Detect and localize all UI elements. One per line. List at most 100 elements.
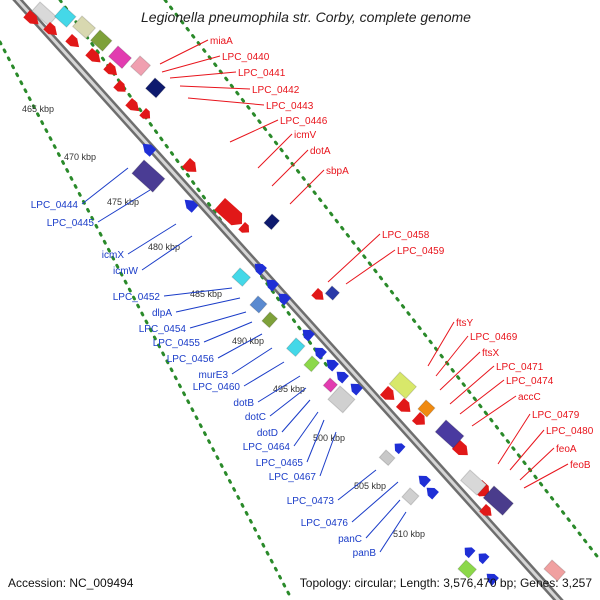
forward-gene-colored-body [107,45,133,70]
reverse-gene-label: LPC_0445 [47,218,95,229]
reverse-label-leader [257,375,301,403]
reverse-gene-label: LPC_0455 [153,338,201,349]
reverse-gene-body [478,553,490,565]
reverse-gene-colored [261,311,279,329]
forward-gene-label: LPC_0459 [397,246,445,257]
forward-gene-colored [324,285,341,301]
forward-gene-body [139,108,151,119]
reverse-gene-body [314,347,327,360]
scale-dotted-line [58,0,332,372]
reverse-gene-colored [131,159,166,193]
reverse-label-leader [351,481,399,523]
forward-gene-colored-body [71,15,97,40]
forward-gene [411,412,425,425]
gene-features [23,1,567,586]
reverse-label-leader [337,469,377,501]
forward-gene-body [395,398,411,412]
forward-label-leader [435,335,469,377]
scale-tick-label: 485 kbp [190,289,222,299]
forward-gene-body [451,440,468,456]
forward-gene-colored-body [324,285,341,301]
forward-gene-colored [107,45,133,70]
forward-gene-colored [434,419,465,449]
map-title: Legionella pneumophila str. Corby, compl… [141,9,471,25]
reverse-gene-label: LPC_0467 [269,472,317,483]
forward-gene-body [311,288,324,300]
forward-gene-body [238,222,250,233]
forward-gene-colored [388,371,418,400]
reverse-gene-colored-body [231,267,252,287]
reverse-gene-body [254,263,267,276]
forward-gene-colored [89,29,113,52]
reverse-gene-body [278,293,291,306]
reverse-gene-body [266,279,279,292]
forward-gene [214,198,243,226]
reverse-gene-label: LPC_0476 [301,518,349,529]
reverse-gene-label: panC [338,534,362,545]
forward-label-leader [519,447,555,481]
forward-gene [139,108,151,119]
reverse-gene-body [418,475,431,488]
reverse-gene-colored-body [322,377,339,393]
reverse-gene-label: LPC_0473 [287,496,335,507]
forward-label-leader [427,321,455,367]
forward-gene-label: ftsY [456,318,474,329]
forward-gene-label: LPC_0480 [546,426,594,437]
reverse-gene-label: dotB [233,398,254,409]
reverse-label-leader [379,511,407,553]
forward-gene-colored-body [434,419,465,449]
reverse-gene [184,199,199,213]
forward-gene-label: LPC_0471 [496,362,544,373]
forward-gene-colored [482,485,515,516]
reverse-gene [426,487,439,500]
reverse-gene-colored [457,559,478,579]
forward-label-leader [439,351,481,391]
forward-gene-label: accC [518,392,541,403]
forward-gene-label: LPC_0479 [532,410,580,421]
forward-gene-colored-body [417,399,436,418]
reverse-gene-body [464,547,476,559]
forward-label-leader [159,39,209,65]
reverse-label-leader [269,387,307,417]
reverse-gene [254,263,267,276]
forward-gene-label: LPC_0446 [280,116,328,127]
forward-gene-body [23,10,39,25]
forward-gene [238,222,250,233]
reverse-gene [464,547,476,559]
reverse-gene-body [486,573,499,586]
forward-gene [103,62,118,76]
reverse-label-leader [189,311,247,329]
reverse-gene-colored [327,385,356,414]
reverse-label-leader [217,333,263,359]
forward-gene-colored [263,213,281,231]
reverse-label-leader [127,223,177,255]
forward-label-leader [449,365,495,405]
reverse-label-leader [203,321,253,343]
scale-tick-label: 495 kbp [273,384,305,394]
forward-label-leader [179,85,251,90]
forward-gene [311,288,324,300]
forward-gene-colored-body [459,469,488,496]
forward-label-leader [497,413,531,465]
reverse-gene-colored-body [249,295,268,314]
reverse-gene-colored [231,267,252,287]
reverse-gene-body [142,143,157,157]
forward-gene-label: LPC_0474 [506,376,554,387]
reverse-gene-body [394,443,406,455]
forward-gene-colored-body [263,213,281,231]
scale-tick-label: 500 kbp [313,433,345,443]
forward-gene-label: sbpA [326,166,349,177]
reverse-gene-label: icmX [102,250,125,261]
scale-tick-label: 475 kbp [107,197,139,207]
reverse-gene-colored-body [457,559,478,579]
reverse-gene-label: LPC_0452 [113,292,161,303]
forward-gene [85,48,101,63]
reverse-label-leader [293,411,319,447]
reverse-gene [326,359,339,372]
reverse-gene-label: dlpA [152,308,172,319]
forward-gene-colored [543,559,567,582]
forward-gene [379,386,395,400]
reverse-gene-label: LPC_0456 [167,354,215,365]
reverse-gene [314,347,327,360]
